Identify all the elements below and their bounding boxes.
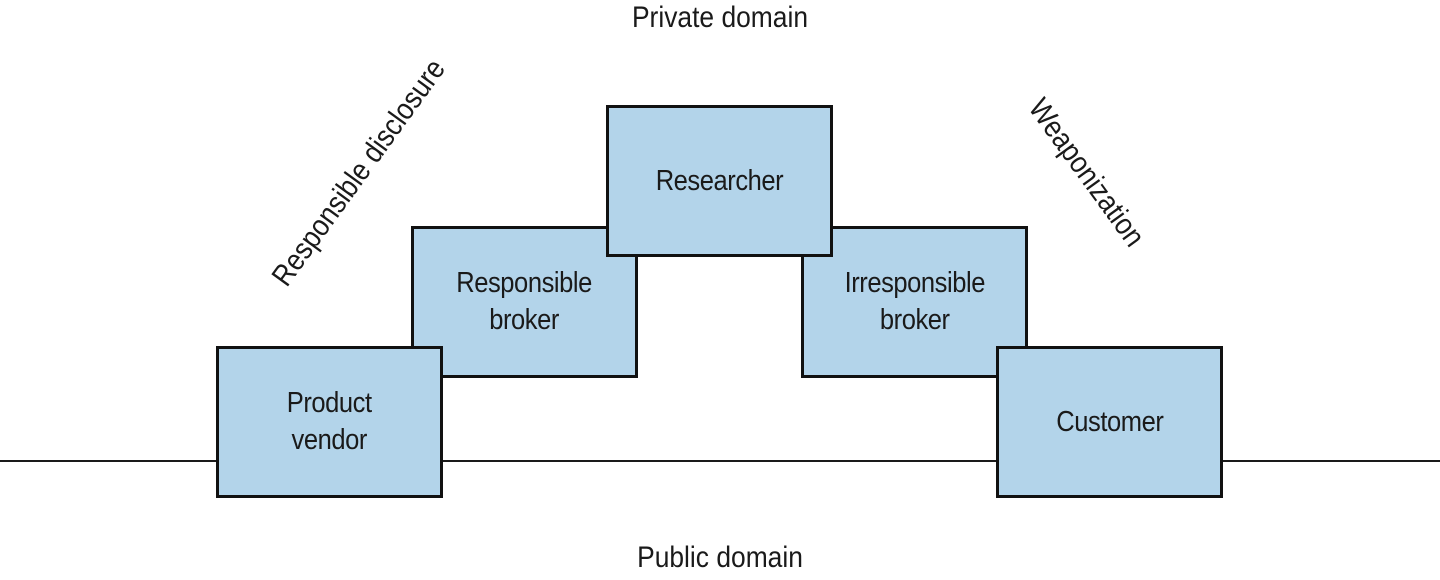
customer-label: Customer xyxy=(1055,405,1164,438)
responsible-broker-label: Responsible broker xyxy=(456,267,593,336)
researcher-box: Researcher xyxy=(606,105,833,257)
irresponsible-broker-box: Irresponsible broker xyxy=(801,226,1028,378)
private-domain-label: Private domain xyxy=(631,1,809,34)
customer-box: Customer xyxy=(996,346,1223,498)
responsible-broker-box: Responsible broker xyxy=(411,226,638,378)
domain-divider-line xyxy=(0,460,1440,462)
public-domain-label: Public domain xyxy=(637,541,803,574)
product-vendor-label: Product vendor xyxy=(287,387,372,456)
product-vendor-box: Product vendor xyxy=(216,346,443,498)
researcher-label: Researcher xyxy=(655,164,784,197)
weaponization-label: Weaponization xyxy=(1021,92,1151,253)
irresponsible-broker-label: Irresponsible broker xyxy=(844,267,985,336)
